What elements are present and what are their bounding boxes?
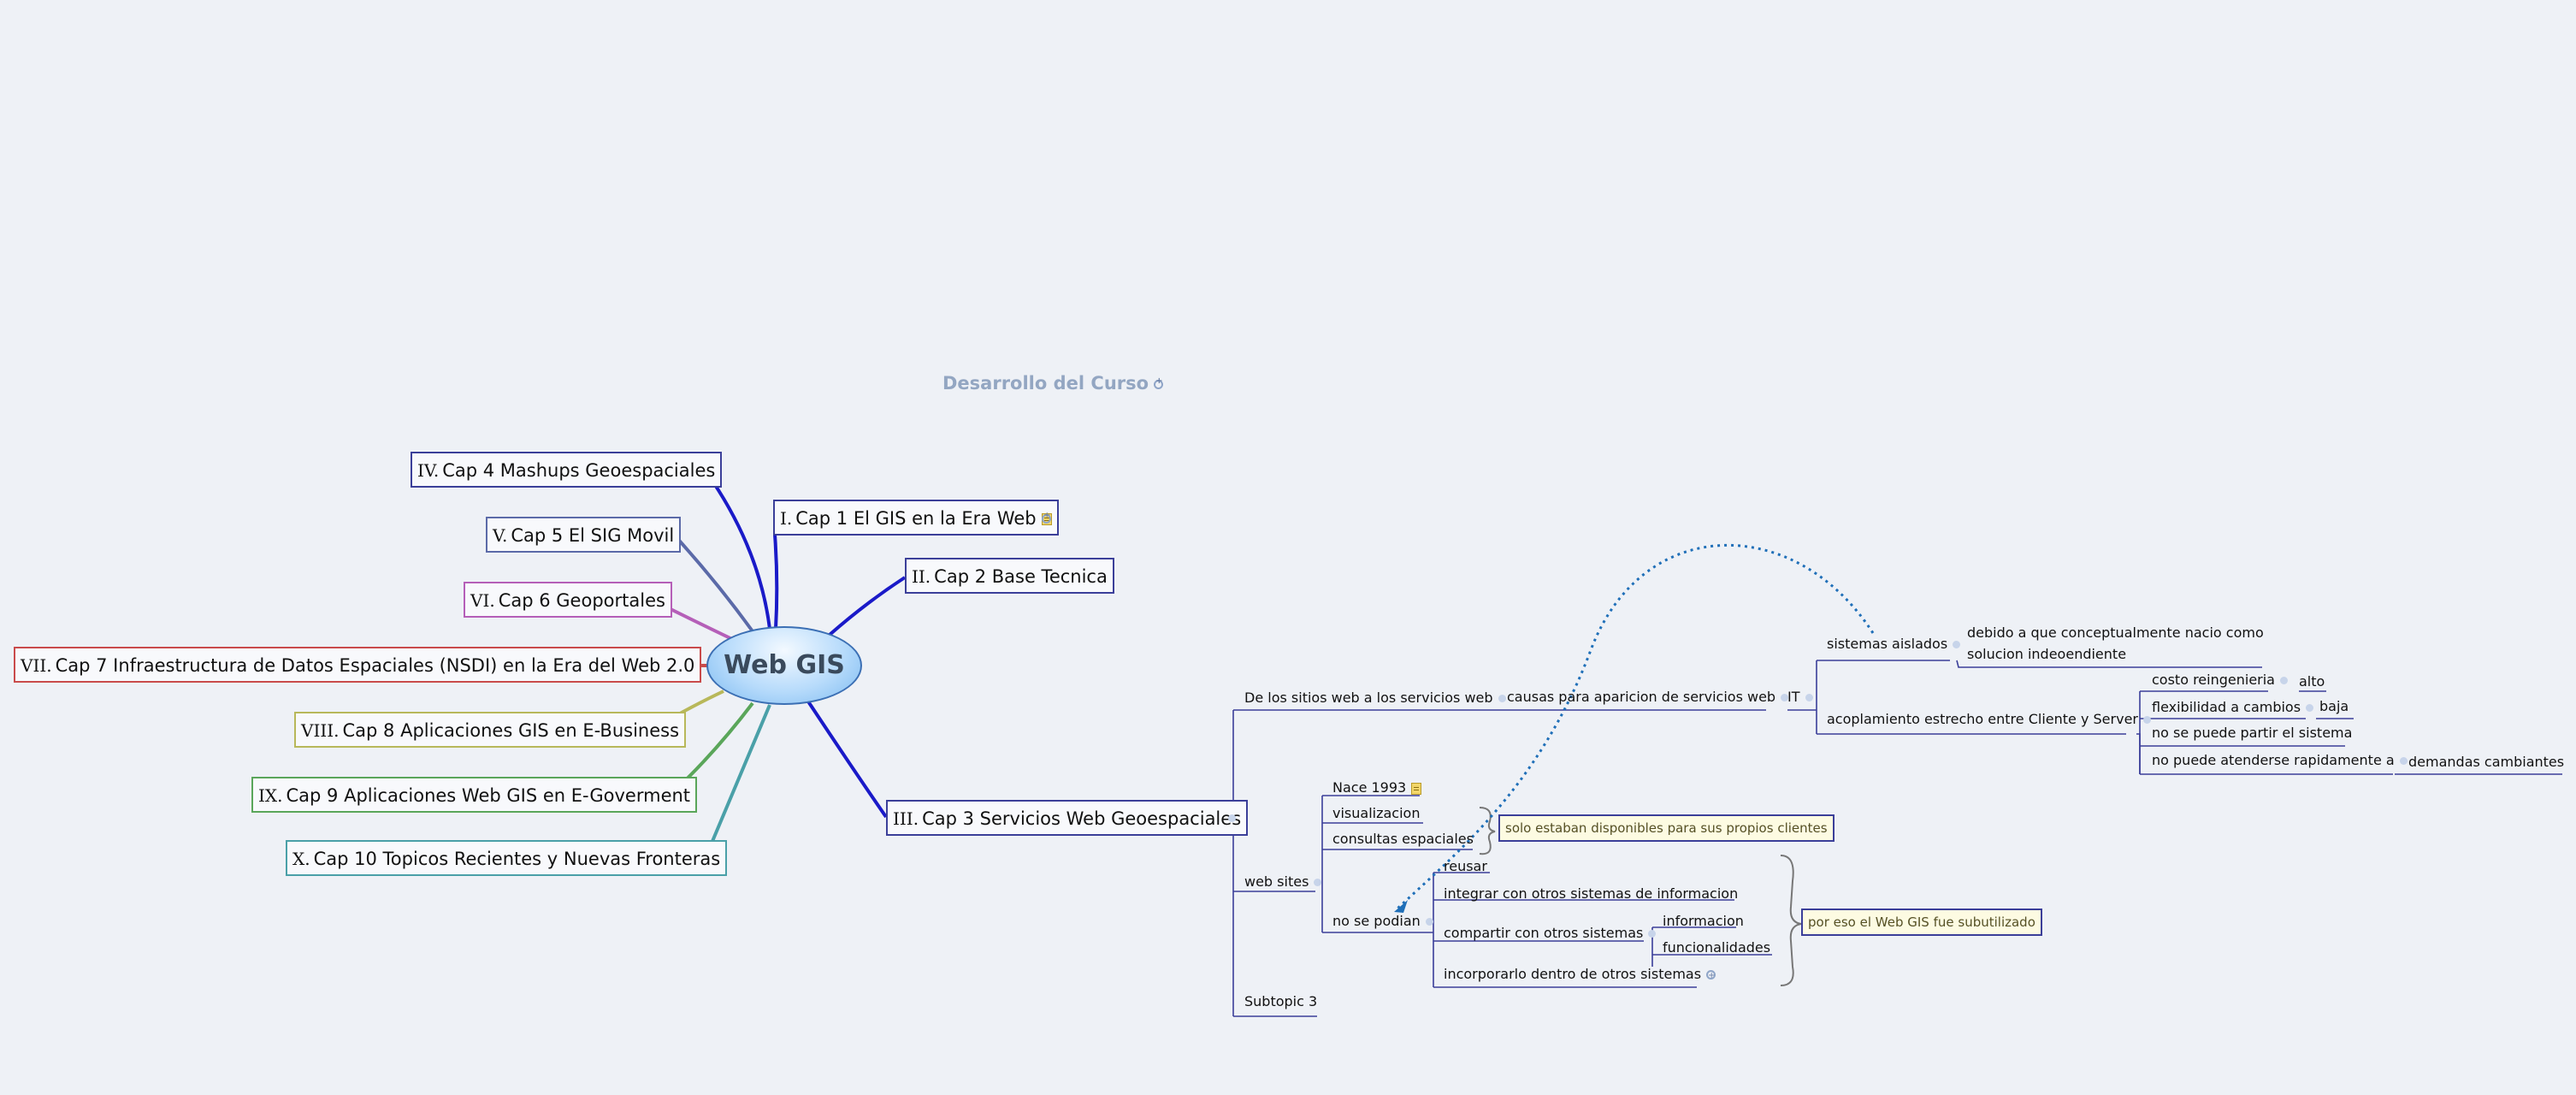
subtopic-no-partir[interactable]: no se puede partir el sistema	[2152, 725, 2353, 741]
topic-cap2[interactable]: II.Cap 2 Base Tecnica	[905, 558, 1114, 594]
topic-cap3[interactable]: III.Cap 3 Servicios Web Geoespaciales	[886, 800, 1249, 836]
topic-number: VI.	[470, 590, 495, 611]
collapse-icon[interactable]	[2399, 757, 2408, 765]
subtopic-baja[interactable]: baja	[2319, 698, 2349, 714]
collapse-icon[interactable]	[2306, 704, 2314, 712]
subtopic-debido-line2[interactable]: solucion indeoendiente	[1967, 646, 2127, 662]
topic-cap1[interactable]: I.Cap 1 El GIS en la Era Web	[773, 500, 1059, 536]
subtopic-informacion[interactable]: informacion	[1663, 913, 1744, 929]
topic-number: III.	[893, 808, 919, 829]
expand-icon[interactable]	[1154, 376, 1164, 389]
collapse-icon[interactable]	[2279, 677, 2288, 684]
collapse-icon[interactable]	[1805, 694, 1813, 701]
topic-number: IV.	[417, 460, 440, 481]
summary-callout-por-eso[interactable]: por eso el Web GIS fue subutilizado	[1801, 909, 2042, 936]
subtopic-de-los-sitios[interactable]: De los sitios web a los servicios web	[1244, 689, 1506, 707]
subtopic-compartir[interactable]: compartir con otros sistemas	[1444, 924, 1657, 943]
collapse-icon[interactable]	[1314, 879, 1322, 886]
topic-cap9[interactable]: IX.Cap 9 Aplicaciones Web GIS en E-Gover…	[251, 777, 698, 813]
topic-cap4[interactable]: IV.Cap 4 Mashups Geoespaciales	[411, 452, 723, 488]
subtopic-funcionalidades[interactable]: funcionalidades	[1663, 939, 1771, 956]
subtopic-integrar[interactable]: integrar con otros sistemas de informaci…	[1444, 885, 1739, 902]
note-icon[interactable]	[1411, 782, 1422, 795]
topic-cap5[interactable]: V.Cap 5 El SIG Movil	[486, 517, 682, 553]
subtopic-alto[interactable]: alto	[2299, 673, 2325, 690]
central-topic[interactable]: Web GIS	[706, 626, 862, 705]
topic-number: V.	[493, 525, 508, 546]
subtopic-demandas[interactable]: demandas cambiantes	[2408, 754, 2565, 770]
collapse-icon[interactable]	[2142, 716, 2151, 724]
subtopic-causas[interactable]: causas para aparicion de servicios web	[1507, 688, 1789, 707]
expand-icon[interactable]	[1042, 511, 1051, 524]
expand-icon[interactable]	[1706, 967, 1716, 986]
subtopic-consultas[interactable]: consultas espaciales	[1332, 831, 1474, 847]
topic-cap8[interactable]: VIII.Cap 8 Aplicaciones GIS en E-Busines…	[294, 712, 687, 748]
collapse-icon[interactable]	[1228, 814, 1236, 822]
collapse-icon[interactable]	[1781, 694, 1789, 701]
subtopic-flexibilidad[interactable]: flexibilidad a cambios	[2152, 698, 2314, 717]
summary-callout-solo-estaban[interactable]: solo estaban disponibles para sus propio…	[1498, 814, 1835, 842]
collapse-icon[interactable]	[1953, 641, 1961, 648]
topic-cap6[interactable]: VI.Cap 6 Geoportales	[464, 582, 672, 618]
subtopic-no-atender[interactable]: no puede atenderse rapidamente a	[2152, 751, 2408, 770]
topic-cap10[interactable]: X.Cap 10 Topicos Recientes y Nuevas Fron…	[286, 840, 728, 876]
subtopic-it[interactable]: IT	[1787, 688, 1813, 707]
subtopic-costo[interactable]: costo reingenieria	[2152, 671, 2288, 690]
collapse-icon[interactable]	[1498, 695, 1506, 702]
subtopic-3[interactable]: Subtopic 3	[1244, 993, 1318, 1009]
topic-number: X.	[292, 849, 310, 869]
subtopic-acoplamiento[interactable]: acoplamiento estrecho entre Cliente y Se…	[1827, 710, 2151, 729]
collapse-icon[interactable]	[1425, 918, 1433, 926]
topic-number: VIII.	[301, 720, 340, 741]
collapse-icon[interactable]	[1648, 930, 1657, 938]
subtopic-incorporarlo[interactable]: incorporarlo dentro de otros sistemas	[1444, 965, 1716, 986]
subtopic-visualizacion[interactable]: visualizacion	[1332, 805, 1421, 821]
floating-topic[interactable]: Desarrollo del Curso	[942, 373, 1164, 394]
subtopic-sistemas-aislados[interactable]: sistemas aislados	[1827, 635, 1961, 654]
topic-number: VII.	[21, 655, 52, 676]
subtopic-no-se-podian[interactable]: no se podian	[1332, 912, 1433, 931]
topic-number: I.	[780, 508, 793, 529]
topic-number: IX.	[258, 785, 283, 806]
subtopic-reusar[interactable]: reusar	[1444, 858, 1487, 874]
subtopic-nace[interactable]: Nace 1993	[1332, 778, 1422, 797]
topic-cap7[interactable]: VII.Cap 7 Infraestructura de Datos Espac…	[14, 647, 702, 683]
topic-number: II.	[912, 566, 931, 587]
subtopic-debido-line1[interactable]: debido a que conceptualmente nacio como	[1967, 624, 2264, 641]
subtopic-web-sites[interactable]: web sites	[1244, 873, 1322, 891]
